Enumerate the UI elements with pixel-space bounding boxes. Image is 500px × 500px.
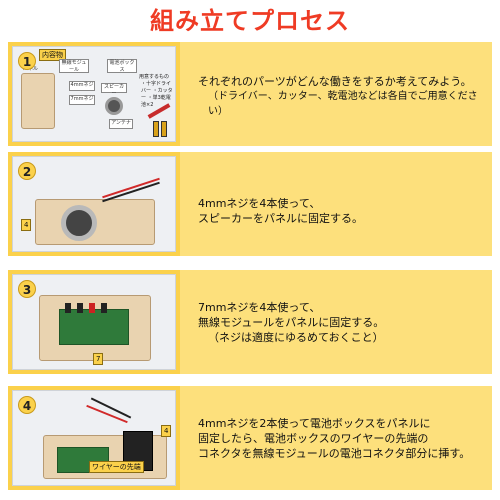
step-1-description: それぞれのパーツがどんな働きをするか考えてみよう。 （ドライバー、カッター、乾電… <box>198 74 484 119</box>
step-text-line: 7mmネジを4本使って、 <box>198 301 321 314</box>
step-1-photo: 1 内容物 パネル 無線モジュール 電池ボックス 4mmネジ 7mmネジ スピー… <box>12 46 176 142</box>
step-3-text-panel <box>180 270 492 374</box>
step-text-line: 無線モジュールをパネルに固定する。 <box>198 316 385 329</box>
speaker-icon <box>61 205 97 241</box>
contents-label: 内容物 <box>39 49 66 61</box>
speaker-part: スピーカー <box>101 83 127 97</box>
speaker-icon <box>105 97 123 115</box>
battery-icon <box>153 121 159 137</box>
step-number: 2 <box>18 162 36 180</box>
module-part: 無線モジュール <box>59 59 89 73</box>
screw-size-tag: 7 <box>93 353 104 365</box>
step-text-line: （ドライバー、カッター、乾電池などは各自でご用意ください） <box>208 91 478 117</box>
speaker-wire <box>102 177 160 199</box>
knob-icon <box>77 303 83 313</box>
step-4-description: 4mmネジを2本使って電池ボックスをパネルに 固定したら、電池ボックスのワイヤー… <box>198 416 484 461</box>
prepare-label: 用意するもの <box>139 74 170 80</box>
step-3: 3 7 7mmネジを4本使って、 無線モジュールをパネルに固定する。 （ネジは適… <box>8 270 492 374</box>
knob-icon <box>89 303 95 313</box>
page-title: 組み立てプロセス <box>150 7 350 35</box>
step-2: 2 4 4mmネジを4本使って、 スピーカーをパネルに固定する。 <box>8 152 492 256</box>
screw4-part: 4mmネジ <box>69 81 95 91</box>
step-text-line: （ネジは適度にゆるめておくこと） <box>208 331 384 344</box>
step-4: 4 ワイヤーの先端 4 4mmネジを2本使って電池ボックスをパネルに 固定したら… <box>8 386 492 490</box>
screw7-part: 7mmネジ <box>69 95 95 105</box>
step-text-line: 4mmネジを2本使って電池ボックスをパネルに <box>198 417 431 430</box>
battery-icon <box>161 121 167 137</box>
module-board <box>59 309 129 345</box>
step-2-text-panel <box>180 152 492 256</box>
step-number: 1 <box>18 52 36 70</box>
step-text-line: それぞれのパーツがどんな働きをするか考えてみよう。 <box>198 75 472 88</box>
step-4-text-panel <box>180 386 492 490</box>
battery-box-part: 電池ボックス <box>107 59 137 73</box>
panel-part <box>21 73 55 129</box>
step-1-text-panel <box>180 42 492 146</box>
step-text-line: 固定したら、電池ボックスのワイヤーの先端の <box>198 432 429 445</box>
knob-icon <box>65 303 71 313</box>
antenna-part: アンテナ <box>109 119 133 129</box>
step-4-photo: 4 ワイヤーの先端 4 <box>12 390 176 486</box>
step-text-line: 4mmネジを4本使って、 <box>198 197 321 210</box>
step-2-description: 4mmネジを4本使って、 スピーカーをパネルに固定する。 <box>198 196 484 226</box>
screw-size-tag: 4 <box>161 425 172 437</box>
screw-size-tag: 4 <box>21 219 32 231</box>
connector-tag: ワイヤーの先端 <box>89 461 144 473</box>
step-2-photo: 2 4 <box>12 156 176 252</box>
step-number: 4 <box>18 396 36 414</box>
step-text-line: コネクタを無線モジュールの電池コネクタ部分に挿す。 <box>198 447 471 460</box>
step-1: 1 内容物 パネル 無線モジュール 電池ボックス 4mmネジ 7mmネジ スピー… <box>8 42 492 146</box>
step-3-photo: 3 7 <box>12 274 176 370</box>
step-text-line: スピーカーをパネルに固定する。 <box>198 212 363 225</box>
tools-label: ・十字ドライバー ・カッター ・単3乾電池×2 <box>141 81 173 108</box>
step-number: 3 <box>18 280 36 298</box>
knob-icon <box>101 303 107 313</box>
step-3-description: 7mmネジを4本使って、 無線モジュールをパネルに固定する。 （ネジは適度にゆる… <box>198 300 484 345</box>
